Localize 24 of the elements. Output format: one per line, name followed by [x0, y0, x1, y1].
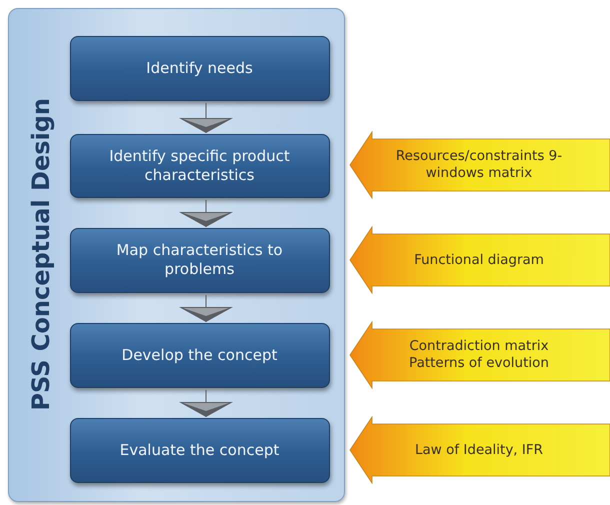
tool-arrow-shape — [348, 225, 610, 295]
tool-arrow-shape — [348, 130, 610, 200]
step-label: Identify specific product characteristics — [108, 146, 291, 184]
panel-title: PSS Conceptual Design — [27, 98, 55, 410]
process-box — [70, 322, 330, 388]
tool-label: Resources/constraints 9-windows matrix — [394, 147, 564, 183]
group-panel — [8, 8, 345, 502]
tool-arrow-shape — [348, 320, 610, 390]
chevron-arrow — [179, 102, 233, 134]
tool-label: Contradiction matrix Patterns of evolution — [408, 337, 550, 373]
process-box — [70, 134, 330, 198]
step-label: Evaluate the concept — [120, 440, 280, 460]
process-box — [70, 418, 330, 482]
tool-label: Law of Ideality, IFR — [414, 440, 544, 460]
step-label: Identify needs — [146, 58, 253, 78]
tool-label: Functional diagram — [413, 250, 545, 270]
chevron-arrow — [179, 390, 233, 418]
chevron-arrow — [179, 294, 233, 322]
tool-arrow-shape — [348, 415, 610, 485]
process-box — [70, 228, 330, 292]
step-label: Map characteristics to problems — [115, 241, 284, 279]
step-label: Develop the concept — [122, 346, 278, 364]
chevron-arrow — [179, 200, 233, 228]
process-box — [70, 36, 330, 100]
